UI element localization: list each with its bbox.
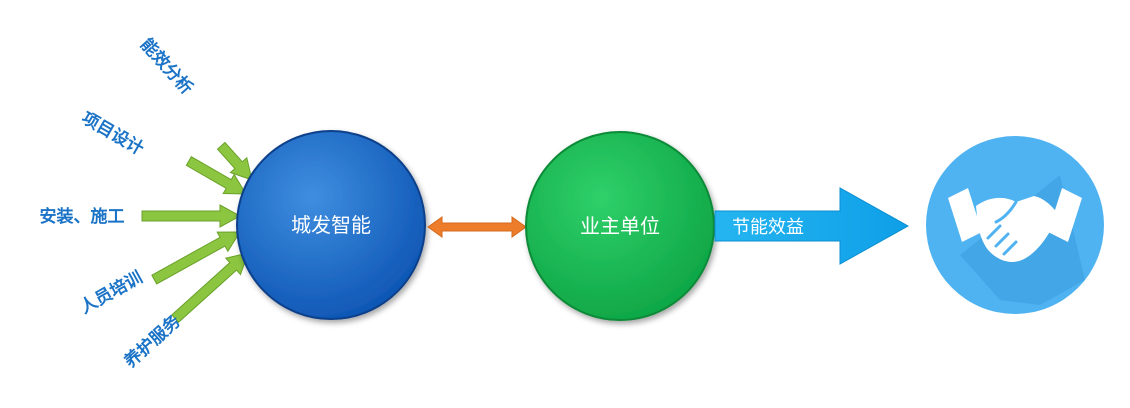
input-arrows	[141, 141, 253, 323]
input-label-maintenance: 养护服务	[119, 310, 185, 372]
company-node: 城发智能	[236, 130, 426, 320]
input-arrow-maintenance	[171, 252, 249, 323]
company-circle	[236, 130, 426, 320]
handshake-icon	[926, 136, 1104, 314]
input-arrow-installation	[141, 204, 242, 228]
owner-label: 业主单位	[580, 214, 660, 238]
input-labels: 能效分析 项目设计 安装、施工 人员培训 养护服务	[40, 34, 198, 373]
benefit-arrow: 节能效益	[714, 187, 910, 265]
input-label-training: 人员培训	[76, 267, 146, 318]
input-label-energy-analysis: 能效分析	[136, 34, 197, 99]
input-label-project-design: 项目设计	[78, 107, 147, 159]
input-arrow-energy-analysis	[216, 141, 253, 181]
link-arrow	[427, 216, 527, 238]
input-arrow-training	[151, 231, 241, 285]
owner-node: 业主单位	[525, 131, 715, 321]
owner-circle	[525, 131, 715, 321]
input-arrow-project-design	[185, 155, 247, 195]
company-label: 城发智能	[291, 213, 371, 237]
benefit-label: 节能效益	[732, 217, 804, 238]
input-label-installation: 安装、施工	[40, 206, 125, 227]
